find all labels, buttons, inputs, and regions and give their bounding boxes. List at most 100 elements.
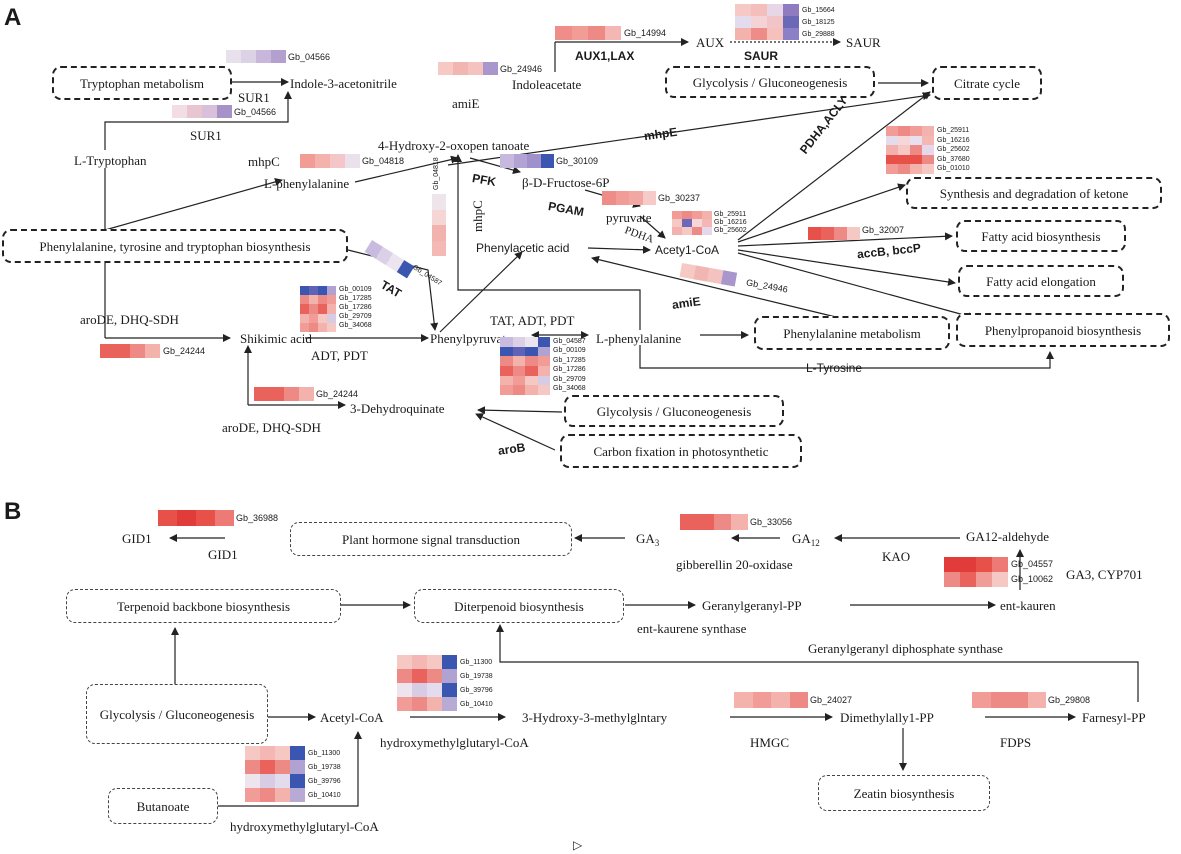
gene-tag: Gb_18125 — [802, 19, 835, 26]
gene-tag: Gb_00109 — [553, 347, 586, 354]
gene-tag: Gb_15664 — [802, 7, 835, 14]
butanoate-box[interactable]: Butanoate — [108, 788, 218, 824]
pdha-acly-enzyme-label: PDHA,ACLY — [797, 93, 851, 157]
gene-tag: Gb_29808 — [1048, 695, 1091, 705]
gene-tag: Gb_25602 — [714, 227, 747, 234]
carbon-fixation-box[interactable]: Carbon fixation in photosynthetic — [560, 434, 802, 468]
gene-tag: Gb_10410 — [460, 701, 493, 708]
heatmap-gb-24946 — [438, 62, 498, 75]
gene-tag: Gb_17285 — [553, 357, 586, 364]
ent-kaurene-synthase-label: ent-kaurene synthase — [637, 621, 747, 636]
zeatin-biosynthesis-box[interactable]: Zeatin biosynthesis — [818, 775, 990, 811]
heatmap-saur — [735, 4, 799, 40]
arode-dhq-sdh-label-top: aroDE, DHQ-SDH — [80, 312, 179, 327]
farnesyl-pp-label: Farnesyl-PP — [1082, 710, 1146, 725]
gene-tag: Gb_29709 — [339, 313, 372, 320]
pgam-enzyme-label: PGAM — [547, 198, 586, 220]
fatty-acid-biosynthesis-box[interactable]: Fatty acid biosynthesis — [956, 220, 1126, 252]
indole-acetonitrile-label: Indole-3-acetonitrile — [290, 76, 397, 91]
gene-tag: Gb_25602 — [937, 146, 970, 153]
gene-tag: Gb_19738 — [460, 673, 493, 680]
glycolysis-gluconeogenesis-box-bottom[interactable]: Glycolysis / Gluconeogenesis — [564, 395, 784, 427]
tryptophan-metabolism-box[interactable]: Tryptophan metabolism — [52, 66, 232, 100]
gene-tag: Gb_32007 — [862, 225, 905, 235]
arob-enzyme-label: aroB — [497, 440, 527, 458]
heatmap-pdha-acly — [886, 126, 934, 174]
adt-pdt-enzyme-label: ADT, PDT — [311, 348, 368, 363]
gene-tag: Gb_17286 — [339, 304, 372, 311]
fructose-6p-label: β-D-Fructose-6P — [522, 175, 610, 190]
ga3-subscript: 3 — [654, 538, 660, 548]
phenylalanine-metabolism-box[interactable]: Phenylalanine metabolism — [754, 316, 950, 350]
gene-tag: Gb_04566 — [234, 107, 277, 117]
phenylacetic-acid-label: Phenylacetic acid — [476, 241, 570, 255]
hmgc-enzyme-label: HMGC — [750, 735, 790, 750]
acetyl-coa-label: Acety1-CoA — [655, 243, 720, 257]
sur1-enzyme-label-2: SUR1 — [190, 128, 222, 143]
plant-hormone-signal-box[interactable]: Plant hormone signal transduction — [290, 522, 572, 556]
hydroxy-methylglutary-label: 3-Hydroxy-3-methylglntary — [522, 710, 668, 725]
glycolysis-gluconeogenesis-box-b[interactable]: Glycolysis / Gluconeogenesis — [86, 684, 268, 744]
phenylpropanoid-biosynthesis-box[interactable]: Phenylpropanoid biosynthesis — [956, 313, 1170, 347]
heatmap-pdha — [672, 211, 712, 235]
heatmap-gb-04566-bottom — [172, 105, 232, 118]
gene-tag: Gb_10062 — [1011, 574, 1054, 584]
heatmap-gb-14994 — [555, 26, 621, 40]
heatmap-tat-mid — [500, 337, 550, 395]
heatmap-gb-29808 — [972, 692, 1046, 708]
heatmap-gb-04566-top — [226, 50, 286, 63]
gene-tag: Gb_25911 — [714, 211, 747, 218]
heatmap-hmg-top — [397, 655, 457, 711]
gene-tag: Gb_29888 — [802, 31, 835, 38]
gene-tag: Gb_04587 — [411, 264, 443, 288]
gene-tag: Gb_10410 — [308, 792, 341, 799]
aux-label: AUX — [696, 35, 725, 50]
tat-adt-pdt-enzyme-label: TAT, ADT, PDT — [490, 313, 575, 328]
gene-tag: Gb_19738 — [308, 764, 341, 771]
ga12-subscript: 12 — [810, 538, 820, 548]
phe-tyr-trp-biosynthesis-box[interactable]: Phenylalanine, tyrosine and tryptophan b… — [2, 229, 348, 263]
hmg-coa-label-bottom: hydroxymethylglutaryl-CoA — [230, 819, 379, 834]
gene-tag: Gb_33056 — [750, 517, 793, 527]
gene-tag: Gb_36988 — [236, 513, 279, 523]
amie-enzyme-label-2: amiE — [671, 294, 702, 312]
ent-kauren-label: ent-kauren — [1000, 598, 1056, 613]
l-tryptophan-label: L-Tryptophan — [74, 153, 147, 168]
gene-tag: Gb_24946 — [745, 277, 789, 295]
saur-enzyme-label: SAUR — [744, 49, 779, 63]
citrate-cycle-box[interactable]: Citrate cycle — [932, 66, 1042, 100]
heatmap-gb-33056 — [680, 514, 748, 530]
gene-tag: Gb_01010 — [937, 165, 970, 172]
glycolysis-gluconeogenesis-box-top[interactable]: Glycolysis / Gluconeogenesis — [665, 66, 875, 98]
heatmap-gb-04587 — [364, 240, 415, 279]
gid1-enzyme-label: GID1 — [208, 547, 238, 562]
l-phenylalanine-label-top: L-phenylalanine — [264, 176, 350, 191]
heatmap-gb-24244-left — [100, 344, 160, 358]
ketone-synthesis-box[interactable]: Synthesis and degradation of ketone — [906, 177, 1162, 209]
play-triangle-icon[interactable]: ▷ — [573, 838, 583, 852]
gene-tag: Gb_04557 — [1011, 559, 1054, 569]
fatty-acid-elongation-box[interactable]: Fatty acid elongation — [958, 265, 1124, 297]
indoleacetate-label: Indoleacetate — [512, 77, 582, 92]
gene-tag: Gb_11300 — [460, 659, 493, 666]
heatmap-gb-30237 — [602, 191, 656, 205]
ga3-name: GA — [636, 531, 655, 546]
shikimic-acid-label: Shikimic acid — [240, 331, 312, 346]
mhpe-enzyme-label: mhpE — [643, 124, 679, 144]
terpenoid-backbone-box[interactable]: Terpenoid backbone biosynthesis — [66, 589, 341, 623]
gid1-label: GID1 — [122, 531, 152, 546]
diterpenoid-biosynthesis-box[interactable]: Diterpenoid biosynthesis — [414, 589, 624, 623]
pyruvate-label: pyruvate — [606, 210, 652, 225]
heatmap-gb-24027 — [734, 692, 808, 708]
heatmap-gb-36988 — [158, 510, 234, 526]
gene-tag: Gb_25911 — [937, 127, 970, 134]
gene-tag: Gb_17286 — [553, 366, 586, 373]
gene-tag: Gb_24946 — [500, 64, 543, 74]
ga12-name: GA — [792, 531, 811, 546]
gene-tag: Gb_24244 — [316, 389, 359, 399]
dehydroquinate-label: 3-Dehydroquinate — [350, 401, 445, 416]
heatmap-kao — [944, 557, 1008, 587]
gene-tag: Gb_34068 — [339, 322, 372, 329]
gene-tag: Gb_39796 — [308, 778, 341, 785]
ga3-cyp701-enzyme-label: GA3, CYP701 — [1066, 567, 1143, 582]
